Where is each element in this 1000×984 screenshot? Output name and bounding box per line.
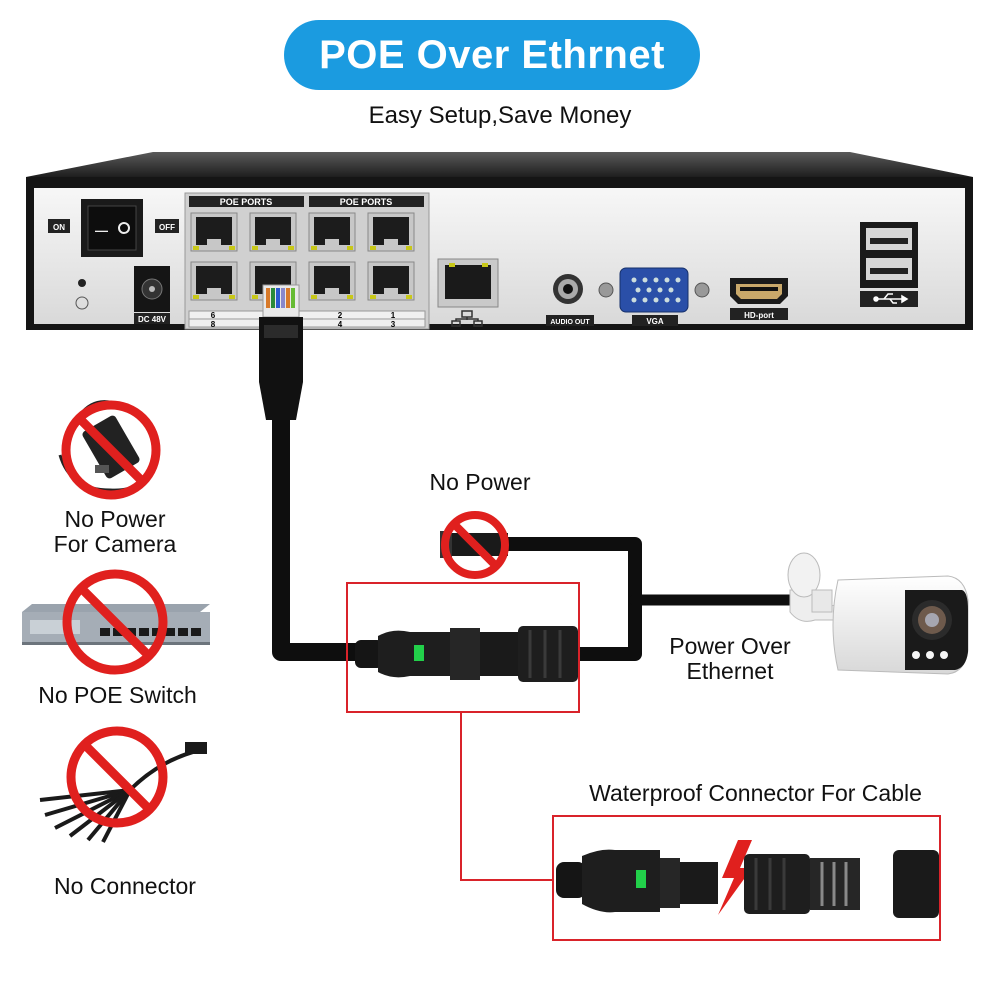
on-label: ON [53,223,65,232]
poe-port[interactable] [308,212,356,252]
poe-port[interactable] [308,261,356,301]
poe-port[interactable] [249,212,297,252]
usb-icon [873,293,909,304]
poe-port[interactable] [367,261,415,301]
port-number-8: 8 [211,320,216,329]
prohibited-icon [66,726,168,828]
nvr-recorder: — ON OFF DC 48V POE PORTS POE PORTS [26,152,973,330]
port-number-3: 3 [391,320,396,329]
waterproof-label: Waterproof Connector For Cable [589,780,922,806]
usb-ports[interactable] [860,222,918,288]
ethernet-cable [272,401,796,661]
no-power-label: No Power [429,469,531,495]
no-poe-switch-label: No POE Switch [38,682,197,708]
poe-port[interactable] [190,212,238,252]
lan-port[interactable] [437,258,499,308]
detail-frame [552,815,941,941]
no-power-camera-label-line1: No Power [64,506,166,532]
off-tag [155,219,179,233]
prohibited-icon [441,511,509,579]
power-switch: — [81,199,143,257]
audio-out-port[interactable] [553,274,583,304]
ground-icon [75,296,89,310]
poe-label-line2: Ethernet [686,658,774,684]
port-number-6: 6 [211,311,216,320]
highlight-frame [346,582,580,713]
poe-port[interactable] [367,212,415,252]
prohibited-icon [62,569,168,675]
no-connector-label: No Connector [54,873,196,899]
waterproof-connector [355,626,578,682]
poe-ports-label-right: POE PORTS [340,197,393,207]
on-tag [48,219,70,233]
indicator-dot [78,279,86,287]
page-title: POE Over Ethrnet [319,32,665,77]
title-banner: POE Over Ethrnet [284,20,700,90]
dc-label: DC 48V [138,315,167,324]
page-subtitle: Easy Setup,Save Money [368,102,632,129]
svg-text:—: — [95,223,108,238]
connector-exploded-view [556,840,939,918]
port-number-2: 2 [338,311,343,320]
port-number-1: 1 [391,311,396,320]
hdmi-label: HD-port [744,311,774,320]
rj45-plug [259,284,303,420]
audio-label: AUDIO OUT [550,319,590,326]
no-power-camera-label-line2: For Camera [53,531,177,557]
poe-ports-label-left: POE PORTS [220,197,273,207]
callout-line [460,712,553,881]
poe-port[interactable] [190,261,238,301]
port-number-4: 4 [338,320,343,329]
vga-port[interactable] [598,267,710,313]
network-icon [451,310,483,327]
off-label: OFF [159,223,175,232]
vga-label: VGA [646,317,664,326]
bullet-camera [787,552,969,675]
hdmi-port[interactable] [730,278,788,304]
poe-ports-block: POE PORTS POE PORTS 6 8 2 4 1 3 [184,192,430,330]
dc-jack [134,266,170,312]
poe-label-line1: Power Over [669,633,791,659]
prohibited-icon [61,400,161,500]
